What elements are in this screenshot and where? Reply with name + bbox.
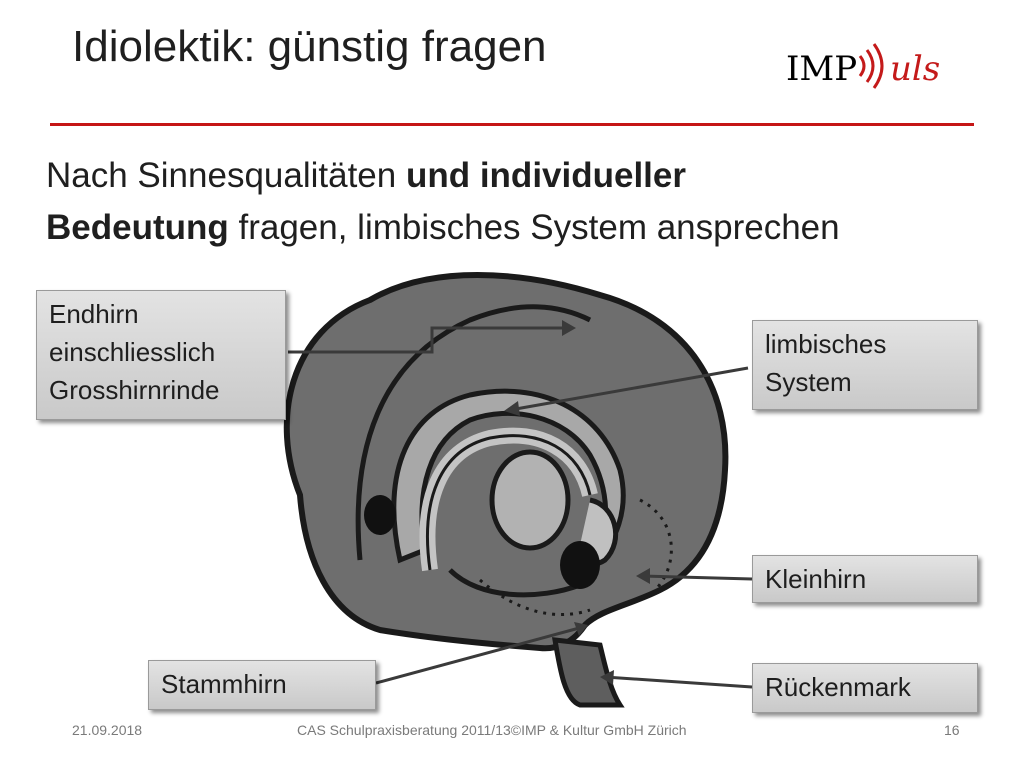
label-kleinhirn: Kleinhirn [752,555,978,603]
sound-wave-icon [858,43,884,89]
footer-page-number: 16 [944,722,960,738]
thalamus [489,449,571,551]
title-divider [50,123,974,126]
footer-center: CAS Schulpraxisberatung 2011/13©IMP & Ku… [297,722,687,738]
label-endhirn: Endhirn einschliesslich Grosshirnrinde [36,290,286,420]
connector-endhirn [288,326,570,354]
subtitle-text-1: Nach Sinnesqualitäten [46,156,406,195]
connector-limbisch [509,366,749,412]
subtitle-bold-1: und individueller [405,156,686,195]
label-endhirn-line3: Grosshirnrinde [49,375,220,405]
logo-prefix: IMP [786,49,857,89]
subtitle-bold-2: Bedeutung [46,208,229,247]
nucleus-left [364,495,396,535]
label-stammhirn: Stammhirn [148,660,376,710]
logo-suffix: uls [890,49,940,89]
label-limbisch-line1: limbisches [765,329,887,359]
nucleus-right [560,541,600,589]
label-endhirn-line1: Endhirn [49,299,139,329]
connector-rueckenmark [604,675,753,689]
connector-kleinhirn [641,574,753,581]
slide-title: Idiolektik: günstig fragen [72,22,547,71]
label-endhirn-line2: einschliesslich [49,337,216,367]
footer-date: 21.09.2018 [72,722,143,738]
subtitle-text-2: fragen, limbisches System ansprechen [228,208,840,247]
imp-logo: IMP uls [786,43,940,89]
connector-stammhirn [375,625,584,685]
brainstem [551,637,625,708]
label-limbisches-system: limbisches System [752,320,978,410]
label-limbisch-line2: System [765,367,852,397]
slide-subtitle: Nach Sinnesqualitäten und individueller … [46,150,986,254]
label-rueckenmark: Rückenmark [752,663,978,713]
